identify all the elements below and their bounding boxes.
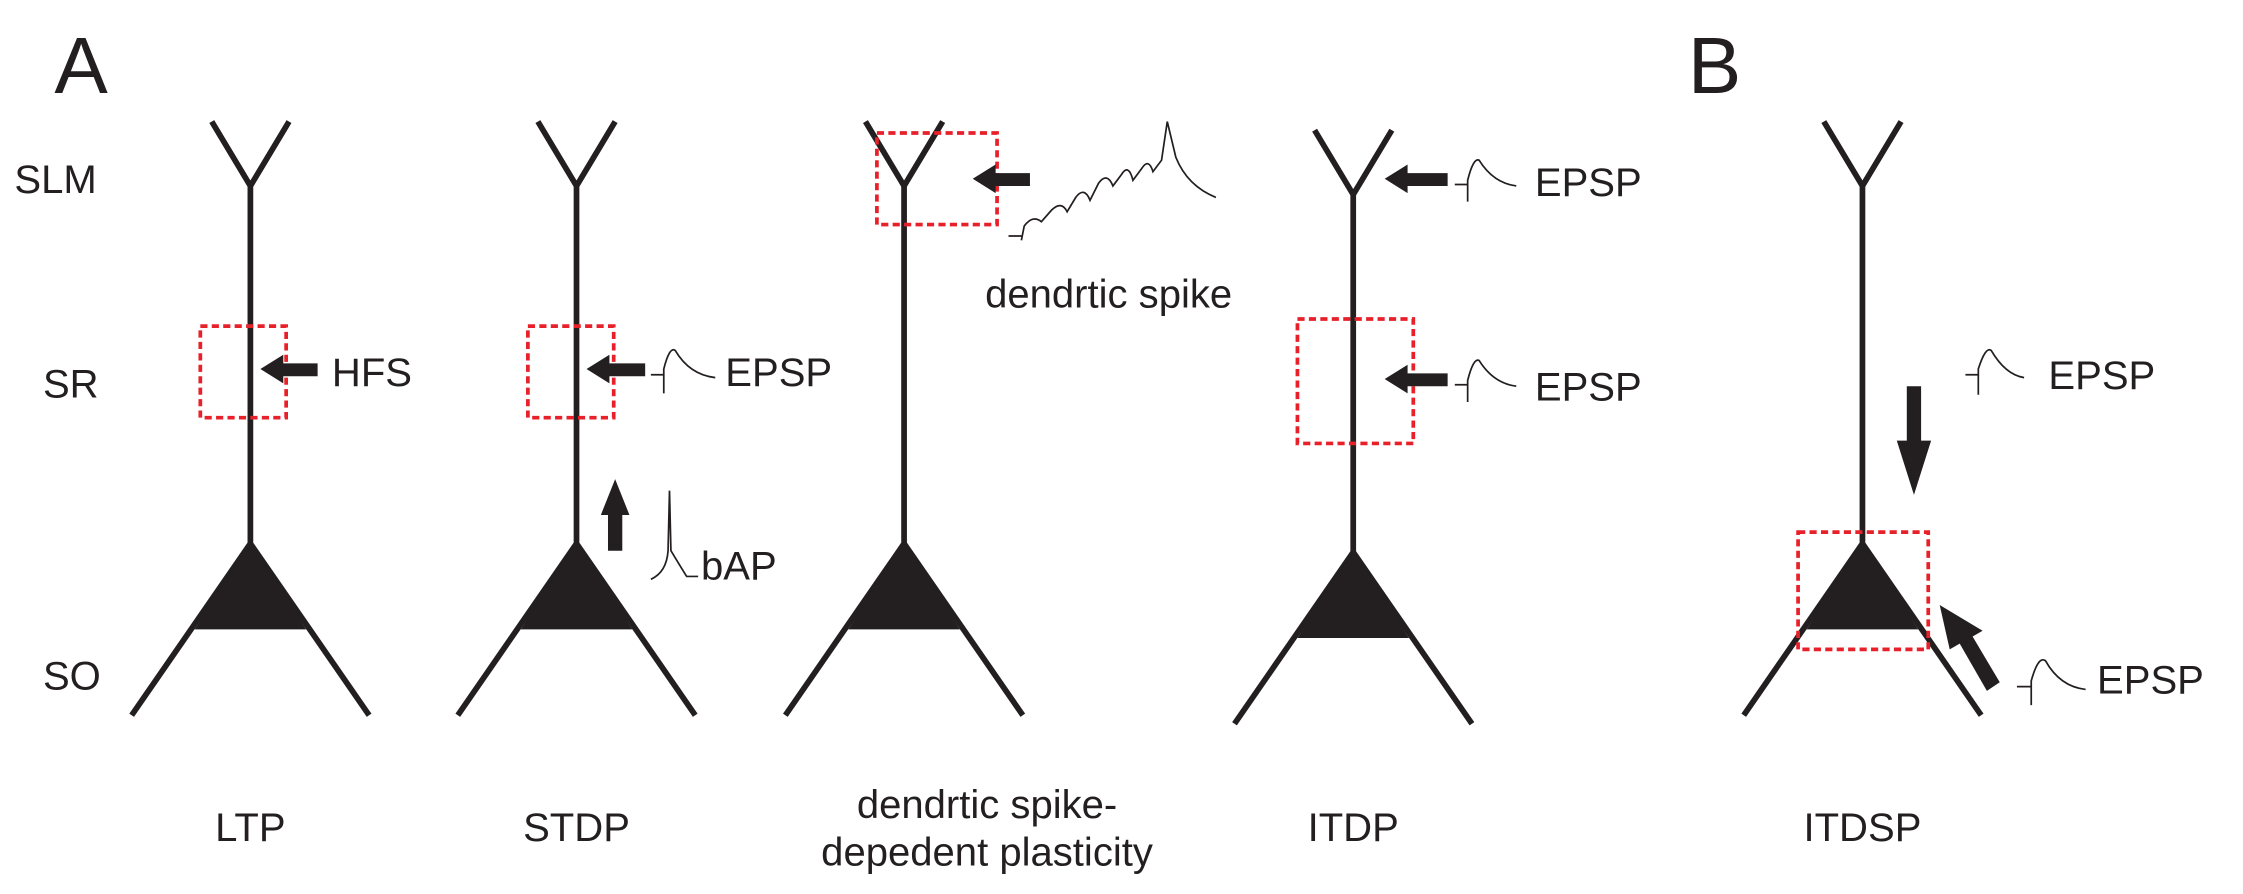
pyramidal-neuron-icon [132, 122, 369, 716]
panel-label-b: B [1688, 20, 1741, 110]
neuron-itdsp: EPSP EPSP ITDSP [1744, 122, 2204, 850]
layer-label-slm: SLM [14, 158, 96, 202]
arrow-left-icon [260, 354, 318, 384]
neuron-title: STDP [523, 806, 630, 850]
highlight-box [1796, 530, 1931, 652]
bap-trace-icon [650, 490, 699, 581]
layer-label-sr: SR [43, 363, 99, 407]
input-label: EPSP [1535, 161, 1642, 205]
neuron-stdp: EPSP bAP STDP [458, 122, 832, 850]
panel-label-a: A [54, 20, 108, 110]
pyramidal-neuron-icon [1235, 130, 1472, 724]
arrow-left-icon [1384, 364, 1448, 394]
pyramidal-neuron-icon [458, 122, 695, 716]
neuron-title-line1: dendrtic spike- [857, 783, 1117, 827]
epsp-trace-icon [1965, 348, 2025, 395]
epsp-trace-icon [1454, 359, 1517, 402]
arrow-left-icon [586, 354, 646, 384]
dendritic-spike-trace-icon [1008, 121, 1217, 241]
input-label: EPSP [2097, 659, 2204, 703]
input-label: EPSP [1535, 366, 1642, 410]
neuron-title-line2: depedent plasticity [821, 830, 1153, 874]
neuron-ltp: HFS LTP [132, 122, 412, 850]
input-label: EPSP [2048, 354, 2155, 398]
input-label: HFS [332, 351, 412, 395]
input-label: EPSP [725, 351, 832, 395]
arrow-diagonal-icon [1939, 605, 2000, 691]
neuron-dendritic-spike: dendrtic spike dendrtic spike- depedent … [785, 121, 1232, 874]
neuron-itdp: EPSP EPSP ITDP [1235, 130, 1642, 850]
arrow-left-icon [1384, 164, 1448, 194]
epsp-trace-icon [1454, 159, 1517, 202]
neuron-title: ITDSP [1803, 806, 1921, 850]
neuron-title: ITDP [1308, 806, 1399, 850]
arrow-left-icon [972, 164, 1030, 194]
arrow-up-icon [600, 479, 630, 551]
pyramidal-neuron-icon [785, 122, 1022, 716]
epsp-trace-icon [650, 348, 716, 394]
neuron-title: LTP [215, 806, 285, 850]
layer-label-so: SO [43, 654, 101, 698]
input-label: bAP [701, 544, 777, 588]
arrow-down-icon [1896, 386, 1932, 495]
input-label: dendrtic spike [985, 273, 1232, 317]
epsp-trace-icon [2016, 659, 2086, 706]
